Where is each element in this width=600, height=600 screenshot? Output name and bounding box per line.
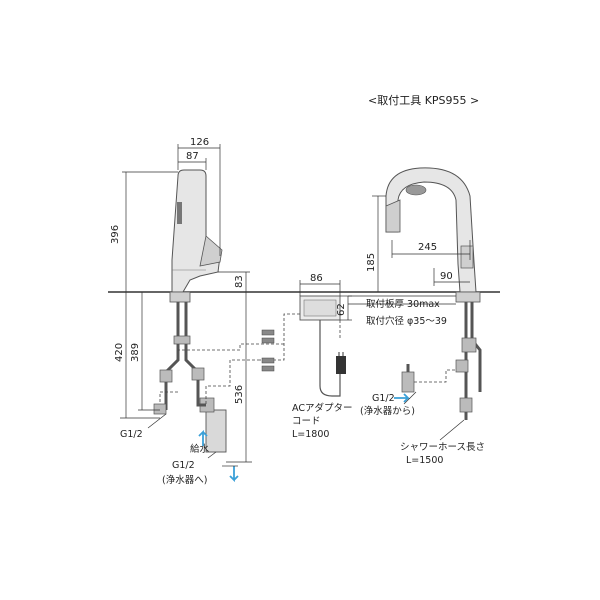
dim-389: 389 (130, 343, 141, 362)
supply-in-arrow-icon (198, 429, 208, 446)
label-g12-left: G1/2 (120, 429, 143, 440)
label-cord: コード (292, 416, 321, 427)
label-to-filter: (浄水器へ) (162, 474, 207, 486)
dim-87: 87 (186, 151, 199, 162)
label-shower-hose: シャワーホース長さ (400, 442, 485, 453)
label-cord-length: L=1800 (292, 429, 329, 440)
label-g12-right: G1/2 (372, 393, 395, 404)
left-faucet-body (171, 169, 221, 293)
right-faucet-base-nut (455, 291, 481, 303)
dim-185: 185 (366, 253, 377, 272)
center-control-unit: 86 62 ACアダプター コード L=1800 (159, 273, 352, 440)
left-faucet-base-nut (169, 291, 191, 303)
label-ac-adapter: ACアダプター (292, 402, 352, 414)
dim-245: 245 (418, 242, 437, 253)
dim-420: 420 (114, 343, 125, 362)
wiring-dashed (159, 313, 341, 404)
label-supply-water: 給水 (190, 443, 210, 455)
label-g12-bottom: G1/2 (172, 460, 195, 471)
right-dimension-lines (348, 195, 471, 441)
dim-126: 126 (190, 137, 209, 148)
dim-86: 86 (310, 273, 323, 284)
left-dimension-lines (120, 144, 252, 467)
left-faucet-lever (199, 235, 223, 267)
dim-83: 83 (234, 275, 245, 288)
diagram-title: <取付工具 KPS955 > (368, 94, 479, 107)
ac-adapter-cord (319, 320, 341, 397)
dim-396: 396 (110, 225, 121, 244)
label-shower-length: L=1500 (406, 455, 443, 466)
dim-536: 536 (234, 385, 245, 404)
ac-adapter-plug (336, 356, 346, 374)
right-faucet-sensor (405, 184, 427, 196)
dim-90: 90 (440, 271, 453, 282)
left-supply-pipe (164, 302, 180, 410)
label-from-filter: (浄水器から) (360, 405, 415, 417)
dim-62: 62 (336, 303, 347, 316)
label-plate-thickness: 取付板厚 30max (366, 298, 440, 310)
left-faucet: 126 87 396 83 420 389 536 G1/2 給水 G1/2 (… (110, 137, 252, 486)
left-faucet-sensor (177, 202, 182, 224)
right-faucet: 245 185 90 取付板厚 30max 取付穴径 φ35～39 G1/2 (… (348, 167, 485, 466)
from-filter-arrow-icon (394, 393, 411, 403)
label-hole-diameter: 取付穴径 φ35～39 (366, 315, 447, 327)
to-filter-arrow-icon (229, 466, 239, 483)
right-faucet-head (385, 199, 401, 233)
